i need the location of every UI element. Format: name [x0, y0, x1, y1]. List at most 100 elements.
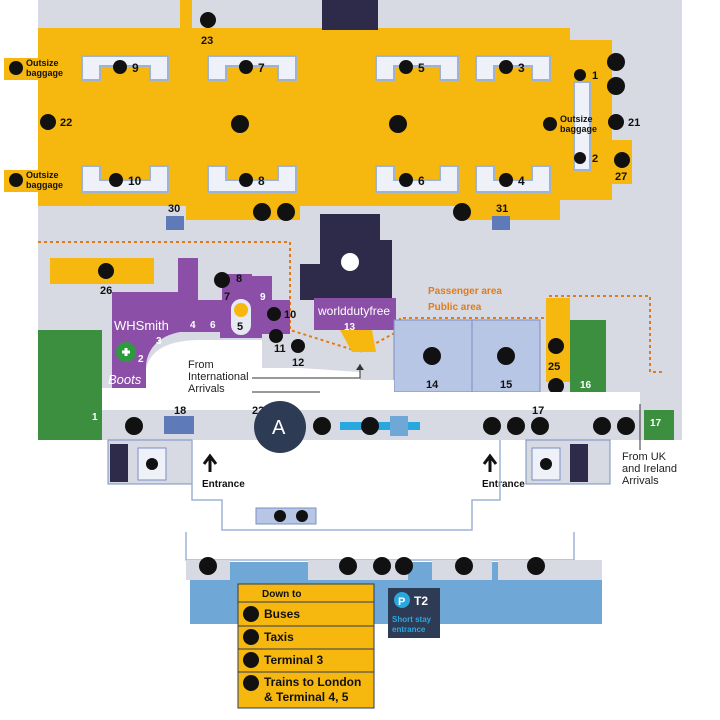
svg-text:4: 4 [518, 174, 525, 188]
baggage-belt-icon [399, 173, 413, 187]
train-icon [243, 675, 259, 691]
pharmacy: 2 [116, 342, 144, 365]
area-25: 26 [50, 258, 154, 297]
transport-item-terminal3[interactable]: Terminal 3 [243, 652, 323, 668]
svg-text:21: 21 [628, 117, 640, 129]
seating-area-14: 14 [393, 319, 473, 393]
passenger-area-label: Passenger area [428, 286, 502, 297]
svg-text:13: 13 [344, 322, 356, 333]
area-31: 31 [492, 203, 510, 230]
transport-item-taxis[interactable]: Taxis [243, 629, 294, 645]
baggage-belt-icon [499, 173, 513, 187]
information-icon [617, 417, 635, 435]
svg-text:27: 27 [615, 171, 627, 183]
svg-text:Entrance: Entrance [202, 479, 245, 490]
lift-icon [540, 458, 552, 470]
belt-1: 1 [574, 69, 598, 82]
wheelchair-icon [373, 557, 391, 575]
lift-icon [339, 557, 357, 575]
up-arrow-icon [202, 453, 218, 472]
svg-text:1: 1 [92, 412, 98, 423]
svg-text:26: 26 [100, 285, 112, 297]
svg-text:18: 18 [174, 405, 186, 417]
atm-icon [164, 416, 194, 434]
baggage-belt-icon [239, 173, 253, 187]
area-27: 27 [612, 140, 632, 184]
svg-text:23: 23 [201, 35, 213, 47]
forecourt-stop-2 [308, 560, 408, 580]
svg-text:14: 14 [426, 379, 439, 391]
belt-4: 4 [499, 173, 525, 188]
lift-icon [455, 557, 473, 575]
svg-text:A: A [272, 417, 286, 439]
area-23: 22 [40, 114, 72, 130]
area-24: 23 [200, 12, 216, 47]
svg-text:16: 16 [580, 380, 592, 391]
plane-icon [199, 557, 217, 575]
phone-icon [453, 203, 471, 221]
customs-icon [341, 253, 359, 271]
up-arrow-icon [482, 453, 498, 472]
svg-text:8: 8 [258, 174, 265, 188]
world-duty-free: worlddutyfree 13 [314, 298, 396, 352]
svg-text:3: 3 [518, 61, 525, 75]
information-icon [607, 77, 625, 95]
trains-line-1: Trains to London& Terminal 4, 5 [264, 675, 361, 704]
left-entrance-lobby [107, 439, 193, 485]
plane-icon [243, 652, 259, 668]
transport-item-buses[interactable]: Buses [243, 606, 300, 622]
lost-property-icon [40, 114, 56, 130]
baggage-belt-icon [499, 60, 513, 74]
belt-markers: 9 7 5 3 10 8 6 4 1 2 [109, 60, 598, 188]
baggage-belt-icon [9, 173, 23, 187]
wheelchair-icon [548, 378, 564, 394]
area-10-11-12: 10 11 12 [267, 307, 305, 369]
area-22: 21 [608, 114, 640, 130]
phone-icon [291, 339, 305, 353]
belt-2: 2 [574, 152, 598, 165]
arrivals-concourse [102, 340, 640, 410]
retail-zone [112, 258, 290, 388]
information-icon [234, 303, 248, 317]
worlddutyfree-label: worlddutyfree [317, 304, 390, 318]
lift-icon [527, 557, 545, 575]
transport-item-trains[interactable]: Trains to London& Terminal 4, 5 [243, 675, 361, 704]
baggage-belt-icon [109, 173, 123, 187]
baggage-belt-icon [113, 60, 127, 74]
right-entrance-lobby [525, 439, 611, 485]
lift-icon [361, 417, 379, 435]
belt-5: 5 [399, 60, 425, 75]
svg-text:2: 2 [592, 153, 598, 165]
baggage-reclaim-hall [38, 0, 612, 220]
svg-text:2: 2 [138, 354, 144, 365]
taxi-icon [243, 629, 259, 645]
entrance-right[interactable]: Entrance [482, 453, 525, 490]
baggage-belt-icon [543, 117, 557, 131]
svg-text:15: 15 [500, 379, 512, 391]
trolley-icon [389, 115, 407, 133]
atm-icon [214, 272, 230, 288]
entrance-left[interactable]: Entrance [202, 453, 245, 490]
green-area-17 [644, 410, 674, 440]
belt-3: 3 [499, 60, 525, 75]
svg-text:6: 6 [418, 174, 425, 188]
trolley-icon [231, 115, 249, 133]
location-marker-a[interactable]: A [254, 401, 306, 453]
svg-text:4: 4 [190, 320, 196, 331]
svg-text:12: 12 [292, 357, 304, 369]
toilets-icon [548, 338, 564, 354]
belt-8: 8 [239, 173, 265, 188]
svg-text:9: 9 [132, 61, 139, 75]
belt-9: 9 [113, 60, 139, 75]
svg-text:10: 10 [128, 174, 142, 188]
svg-text:9: 9 [260, 292, 266, 303]
green-area-1 [38, 330, 102, 440]
walkway-outline [191, 440, 501, 531]
passenger-public-boundary [38, 241, 662, 373]
baggage-belt-icon [239, 60, 253, 74]
